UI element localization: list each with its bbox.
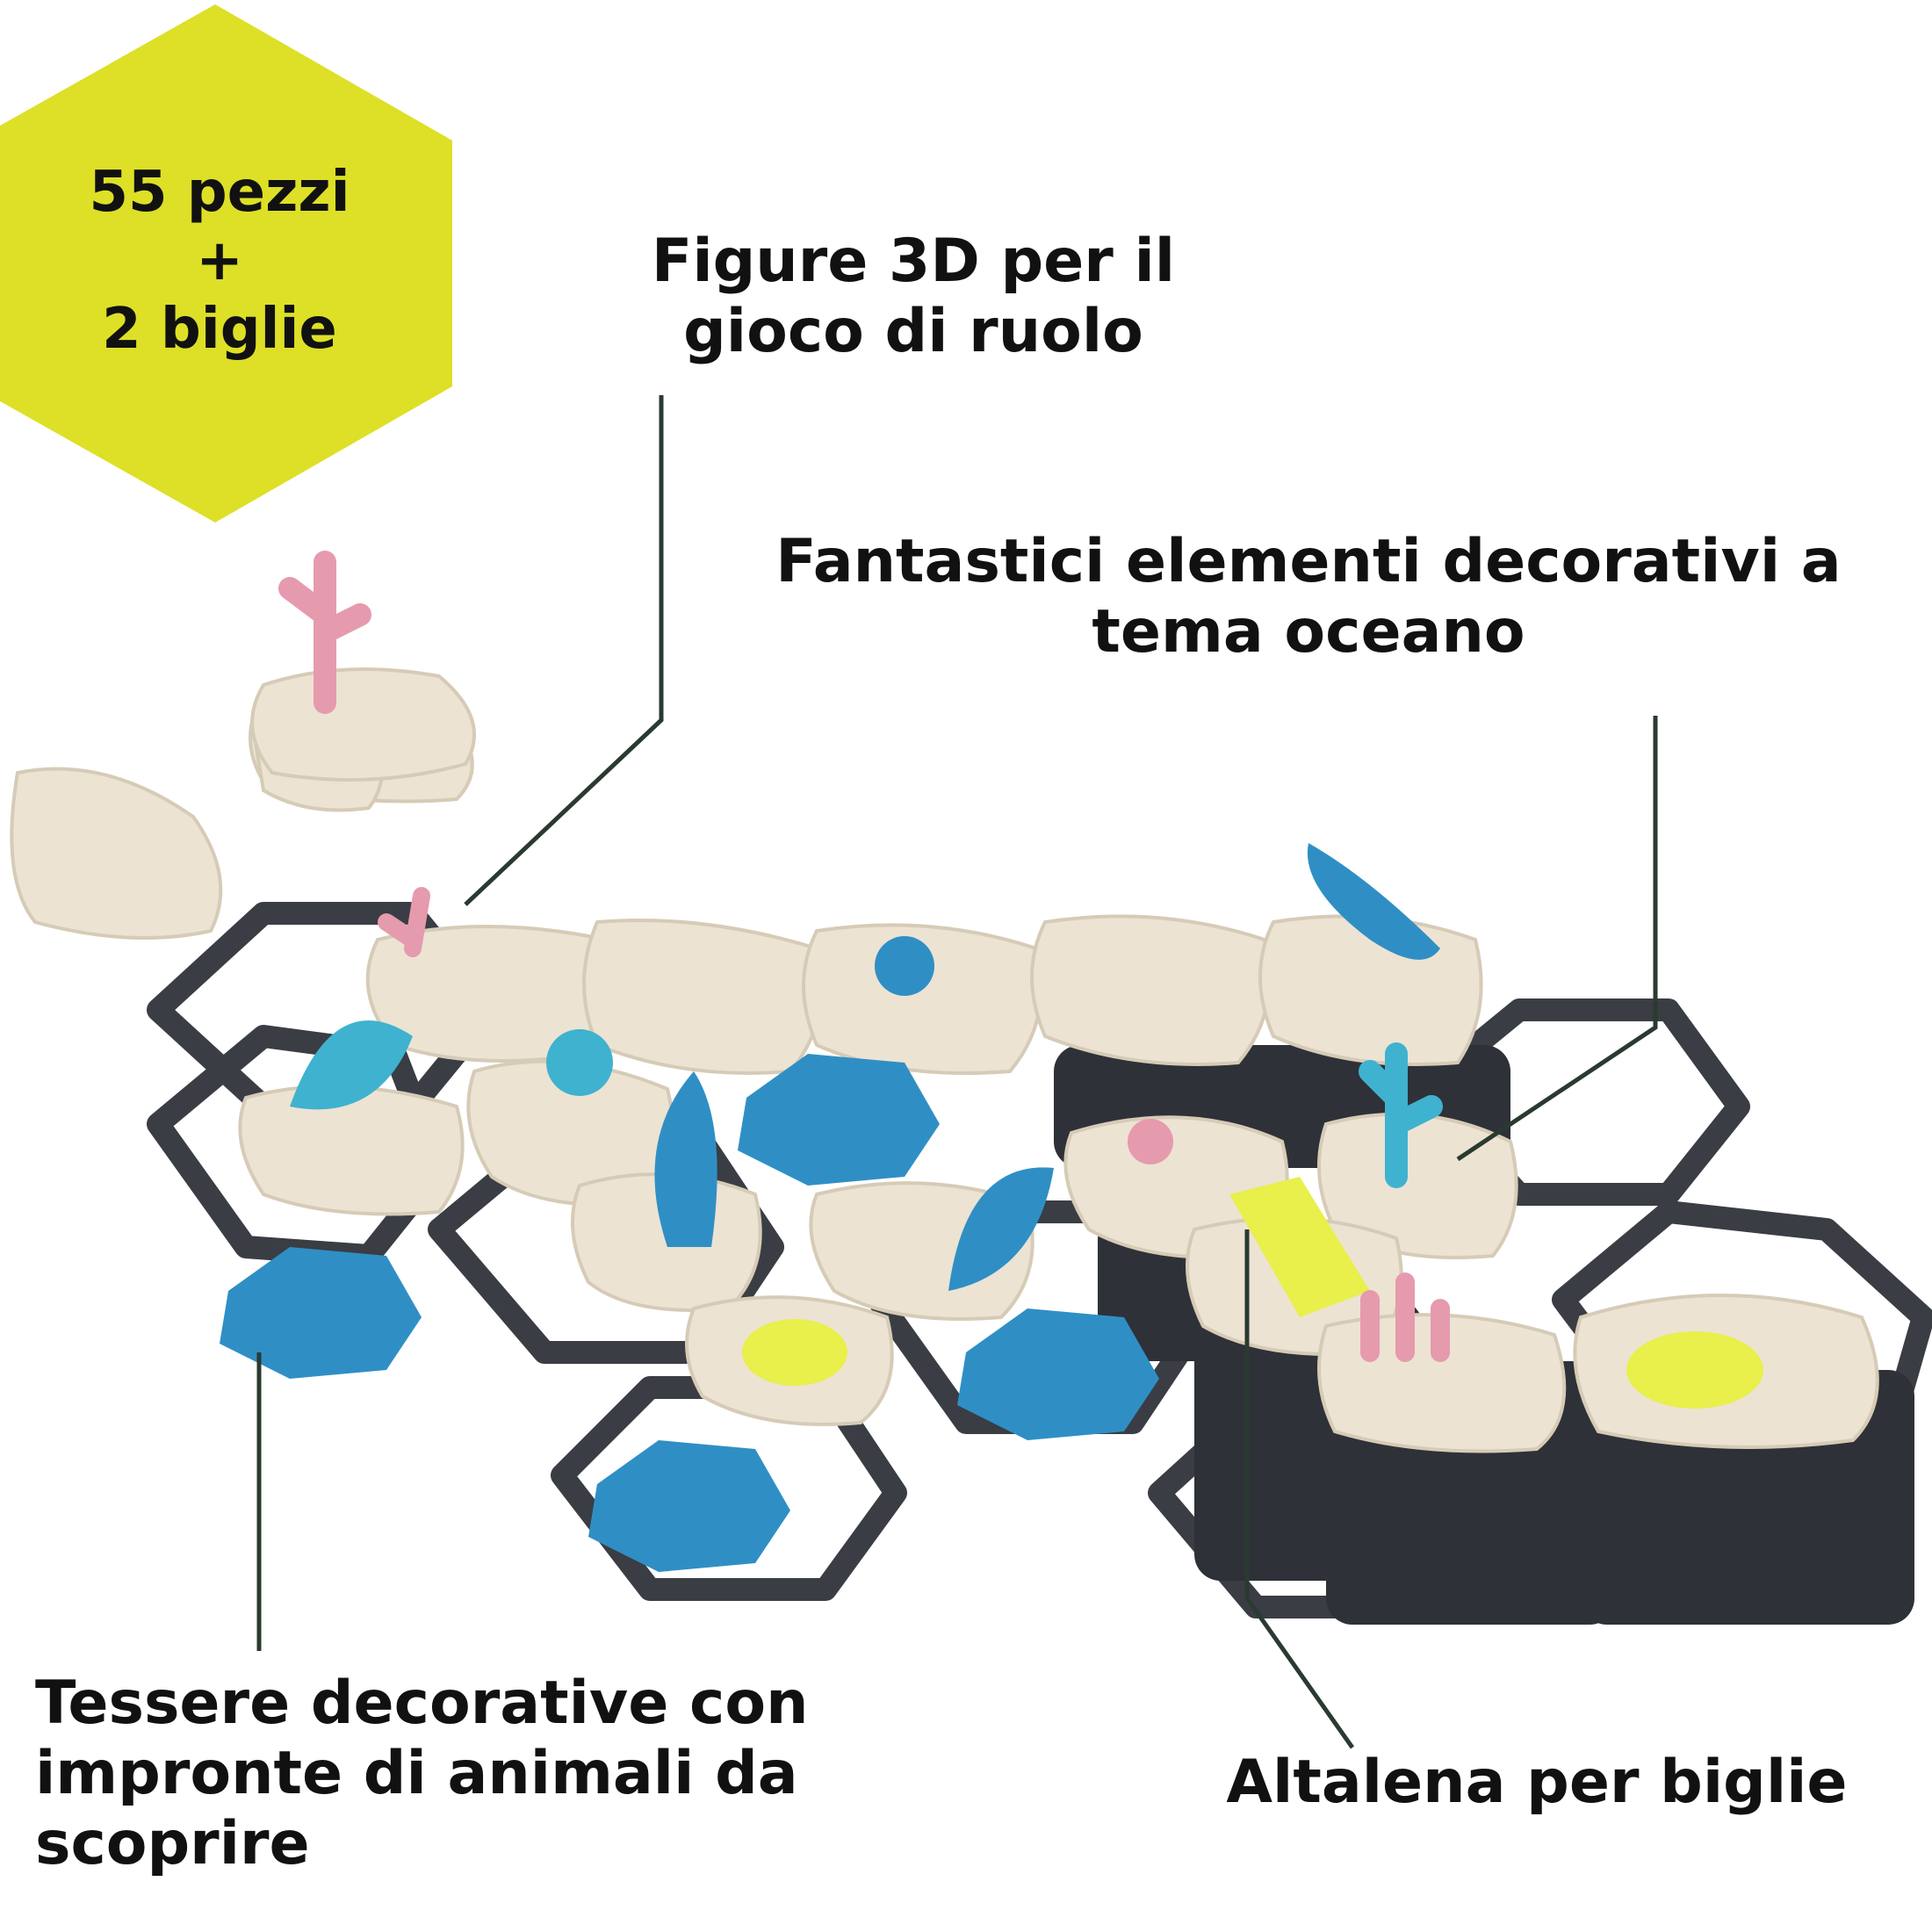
badge-text: 55 pezzi + 2 biglie	[35, 158, 404, 364]
callout-ocean-decor: Fantastici elementi decorativi a tema oc…	[720, 527, 1897, 667]
callout-decor-tiles-line2: impronte di animali da	[35, 1739, 798, 1808]
callout-marble-swing: Altalena per biglie	[1177, 1748, 1897, 1818]
callout-3d-figures: Figure 3D per il gioco di ruolo	[606, 227, 1221, 367]
callout-3d-figures-line1: Figure 3D per il	[651, 227, 1176, 296]
callout-decor-tiles-line3: scoprire	[35, 1809, 310, 1878]
badge-shape	[0, 4, 452, 523]
floating-coral-tile	[250, 551, 476, 782]
badge-hexagon	[0, 4, 452, 523]
callout-3d-figures-line2: gioco di ruolo	[683, 297, 1143, 366]
leader-line-figures	[464, 395, 664, 906]
leader-line-swing	[1244, 1229, 1355, 1749]
callout-marble-swing-line1: Altalena per biglie	[1226, 1748, 1848, 1817]
blue-decor-tiles	[220, 1054, 1159, 1572]
badge-marbles-count: 2 biglie	[102, 297, 337, 362]
leader-line-decor	[1456, 716, 1658, 1162]
ocean-figures	[290, 843, 1450, 1362]
leader-lines	[256, 395, 1658, 1749]
callout-decor-tiles-line1: Tessere decorative con	[35, 1669, 809, 1738]
badge-pieces-count: 55 pezzi	[89, 160, 350, 225]
callout-ocean-decor-line2: tema oceano	[1092, 597, 1525, 667]
callout-ocean-decor-line1: Fantastici elementi decorativi a	[775, 527, 1842, 596]
badge-plus: +	[196, 228, 243, 293]
yellow-inlays	[742, 1177, 1763, 1409]
callout-decor-tiles: Tessere decorative con impronte di anima…	[35, 1669, 1001, 1879]
